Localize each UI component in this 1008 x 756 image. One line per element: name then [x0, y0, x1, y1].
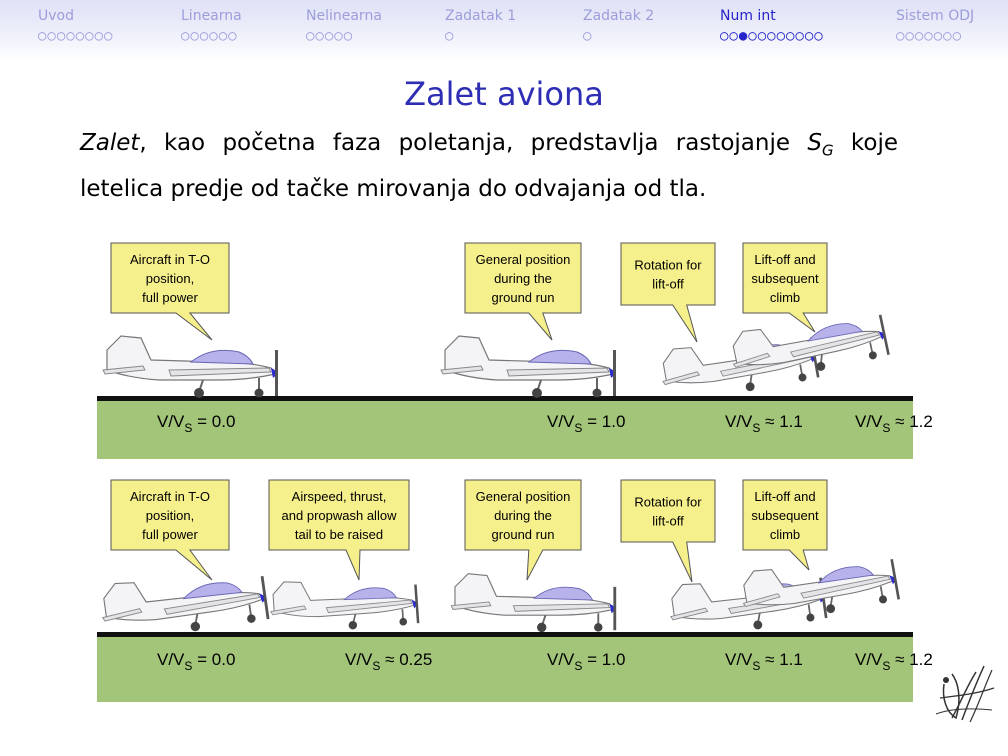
nav-slide-dots[interactable]: ○ [583, 28, 593, 44]
callout-text: Rotation for [634, 495, 702, 510]
body-text-part1: , kao početna faza poletanja, predstavlj… [139, 130, 808, 156]
callout-text: during the [494, 508, 552, 523]
speed-ratio-label: V/VS = 1.0 [547, 412, 625, 435]
callout-text: Aircraft in T-O [130, 489, 210, 504]
nav-section-label: Uvod [38, 8, 74, 24]
nav-section-label: Num int [720, 8, 776, 24]
nav-section-label: Linearna [181, 8, 242, 24]
ground-band-bottom [97, 636, 913, 702]
airplane-icon [97, 561, 271, 645]
navigation-bar: Uvod ○○○○○○○○ Linearna ○○○○○○ Nelinearna… [0, 0, 1008, 62]
callout-text: subsequent [751, 271, 819, 286]
callout-text: subsequent [751, 508, 819, 523]
nav-section-label: Zadatak 1 [445, 8, 517, 24]
nav-slide-dots[interactable]: ○○○○○○ [181, 28, 238, 44]
nav-slide-dots[interactable]: ○ [445, 28, 455, 44]
body-paragraph: Zalet, kao početna faza poletanja, preds… [80, 124, 898, 208]
airplane-icon [737, 545, 902, 629]
nav-section-zadatak-1[interactable]: Zadatak 1 ○ [445, 8, 516, 44]
callout-box: Lift-off and subsequent climb [742, 242, 828, 333]
callout-text: Aircraft in T-O [130, 252, 210, 267]
speed-ratio-label: V/VS ≈ 1.2 [855, 412, 933, 435]
callout-text: full power [142, 527, 198, 542]
speed-ratio-label: V/VS = 1.0 [547, 650, 625, 673]
callout-text: lift-off [652, 277, 684, 292]
callout-text: ground run [492, 290, 555, 305]
nav-section-num-int[interactable]: Num int ○○●○○○○○○○○ [720, 8, 824, 44]
callout-text: General position [476, 489, 571, 504]
nav-section-nelinearna[interactable]: Nelinearna ○○○○○ [306, 8, 382, 44]
callout-box: Aircraft in T-O position, full power [110, 242, 230, 341]
callout-text: Rotation for [634, 258, 702, 273]
speed-ratio-label: V/VS ≈ 1.1 [725, 412, 803, 435]
callout-text: climb [770, 290, 800, 305]
symbol-sg: SG [807, 130, 833, 160]
nav-slide-dots[interactable]: ○○●○○○○○○○○ [720, 28, 824, 44]
airplane-icon [450, 572, 618, 634]
nav-section-label: Nelinearna [306, 8, 382, 24]
airplane-icon [102, 335, 279, 399]
callout-text: Lift-off and [754, 252, 815, 267]
speed-ratio-label: V/VS ≈ 0.25 [345, 650, 432, 673]
callout-shape [742, 479, 828, 571]
callout-shape [268, 479, 410, 581]
callout-box: General position during the ground run [464, 479, 582, 581]
speed-ratio-label: V/VS = 0.0 [157, 650, 235, 673]
callout-shape [464, 479, 582, 581]
runway-line-top [97, 396, 913, 401]
callout-text: position, [146, 271, 194, 286]
airplane-icon [440, 335, 617, 399]
callout-shape [110, 242, 230, 341]
nav-section-label: Zadatak 2 [583, 8, 655, 24]
callout-text: ground run [492, 527, 555, 542]
university-logo-icon [935, 665, 995, 723]
callout-box: Airspeed, thrust, and propwash allow tail … [268, 479, 410, 581]
callout-text: tail to be raised [295, 527, 383, 542]
callout-shape [620, 242, 716, 343]
frame-title: Zalet aviona [404, 75, 604, 113]
callout-text: General position [476, 252, 571, 267]
callout-box: Aircraft in T-O position, full power [110, 479, 230, 581]
symbol-main: S [807, 130, 822, 156]
callout-box: Rotation for lift-off [620, 479, 716, 583]
speed-ratio-label: V/VS = 0.0 [157, 412, 235, 435]
callout-box: Rotation for lift-off [620, 242, 716, 343]
callout-text: Lift-off and [754, 489, 815, 504]
nav-section-uvod[interactable]: Uvod ○○○○○○○○ [38, 8, 113, 44]
callout-text: full power [142, 290, 198, 305]
body-text-part2: koje letelica predje od tačke mirovanja … [80, 130, 898, 202]
callout-box: Lift-off and subsequent climb [742, 479, 828, 571]
nav-section-label: Sistem ODJ [896, 8, 975, 24]
term-italic: Zalet [80, 130, 140, 156]
callout-text: climb [770, 527, 800, 542]
nav-section-zadatak-2[interactable]: Zadatak 2 ○ [583, 8, 654, 44]
callout-text: lift-off [652, 514, 684, 529]
callout-text: during the [494, 271, 552, 286]
nav-slide-dots[interactable]: ○○○○○○○ [896, 28, 963, 44]
nav-section-sistem-odj[interactable]: Sistem ODJ ○○○○○○○ [896, 8, 974, 44]
callout-shape [464, 242, 582, 341]
nav-slide-dots[interactable]: ○○○○○○○○ [38, 28, 114, 44]
callout-text: and propwash allow [282, 508, 398, 523]
ground-band-top [97, 399, 913, 459]
symbol-subscript: G [821, 141, 834, 160]
callout-box: General position during the ground run [464, 242, 582, 341]
callout-text: position, [146, 508, 194, 523]
speed-ratio-label: V/VS ≈ 1.2 [855, 650, 933, 673]
speed-ratio-label: V/VS ≈ 1.1 [725, 650, 803, 673]
runway-line-bottom [97, 632, 913, 637]
nav-section-linearna[interactable]: Linearna ○○○○○○ [181, 8, 242, 44]
callout-text: Airspeed, thrust, [292, 489, 387, 504]
callout-shape [620, 479, 716, 583]
callout-shape [110, 479, 230, 581]
airplane-icon [267, 571, 421, 636]
callout-shape [742, 242, 828, 333]
nav-slide-dots[interactable]: ○○○○○ [306, 28, 354, 44]
